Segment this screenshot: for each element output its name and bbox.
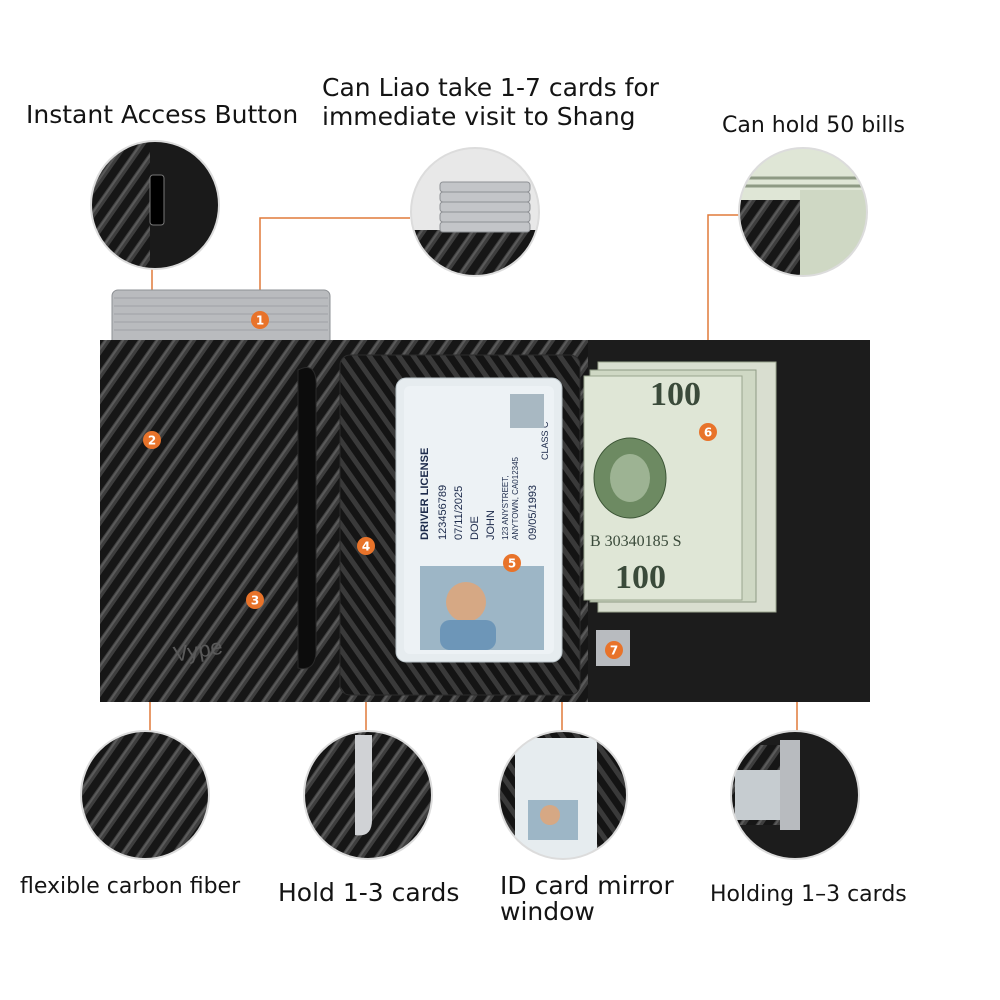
callout-badge-5: 5: [503, 554, 521, 572]
stacked-cards: [111, 289, 331, 351]
license-class: CLASS C: [540, 421, 550, 460]
callout-badge-7: 7: [605, 641, 623, 659]
label-id-window: ID card mirror window: [500, 871, 674, 926]
callout-badge-1: 1: [251, 311, 269, 329]
label-carbon-fiber: flexible carbon fiber: [20, 874, 241, 899]
callout-badge-3: 3: [246, 591, 264, 609]
license-address-2: ANYTOWN, CA012345: [511, 456, 520, 540]
zoom-circle-instant-access: [90, 140, 220, 270]
svg-text:2: 2: [148, 434, 156, 448]
label-instant-access: Instant Access Button: [26, 100, 299, 129]
license-heading: DRIVER LICENSE: [419, 448, 431, 540]
zoom-circle-bills: [738, 147, 868, 277]
bill-serial: B 30340185 S: [590, 533, 682, 550]
zoom-circle-carbon-fiber: [80, 730, 210, 860]
label-hold-bills: Can hold 50 bills: [722, 113, 906, 138]
svg-text:1: 1: [256, 314, 264, 328]
svg-text:5: 5: [508, 557, 516, 571]
svg-text:6: 6: [704, 426, 712, 440]
leader-line-1: [259, 217, 410, 320]
license-exp: 07/11/2025: [453, 486, 465, 540]
callout-badge-4: 4: [357, 537, 375, 555]
license-dl: 123456789: [437, 485, 449, 540]
zoom-circle-id-window: [498, 730, 628, 860]
bill-denomination-top: 100: [650, 376, 701, 413]
id-card: DRIVER LICENSE CLASS C 123456789 07/11/2…: [395, 377, 563, 663]
callout-badge-2: 2: [143, 431, 161, 449]
license-ln: DOE: [469, 516, 481, 540]
callout-badges: 1 2 3 4 5 6 7: [143, 311, 717, 659]
license-dob: 09/05/1993: [527, 485, 539, 540]
label-holding-1-3: Holding 1–3 cards: [710, 882, 907, 907]
bill-denomination-bottom: 100: [615, 559, 666, 596]
label-hold-1-3: Hold 1-3 cards: [278, 878, 460, 907]
callout-badge-6: 6: [699, 423, 717, 441]
zoom-circle-hold-cards: [303, 730, 433, 860]
label-take-cards: Can Liao take 1-7 cards for immediate vi…: [322, 73, 659, 131]
license-address-1: 123 ANYSTREET,: [501, 476, 510, 540]
svg-text:3: 3: [251, 594, 259, 608]
svg-text:7: 7: [610, 644, 618, 658]
svg-text:4: 4: [362, 540, 370, 554]
zoom-circle-holding-cards: [730, 730, 860, 860]
zoom-circle-card-stack: [410, 147, 540, 277]
license-fn: JOHN: [485, 510, 497, 540]
bills: 100 B 30340185 S 100: [583, 361, 777, 613]
